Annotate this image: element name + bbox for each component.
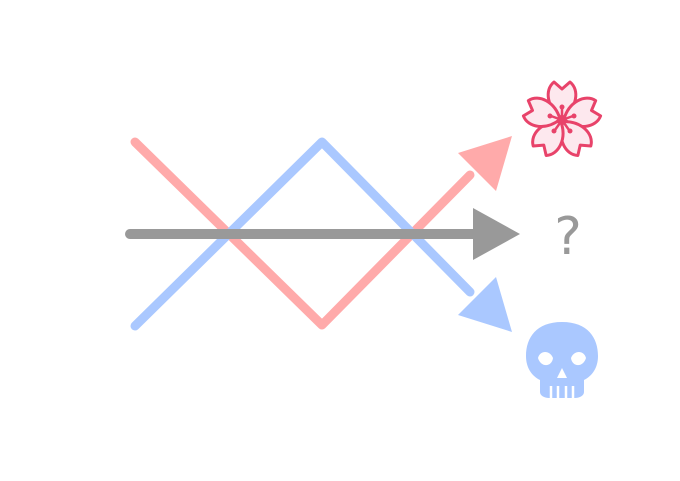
neutral-path-arrowhead xyxy=(473,208,520,260)
falling-path-arrowhead xyxy=(458,277,512,332)
skull-icon xyxy=(526,322,598,398)
uncertain-outcome-label: ? xyxy=(554,207,582,267)
rising-path xyxy=(130,136,512,330)
falling-path-line xyxy=(130,137,475,331)
falling-path xyxy=(130,137,512,332)
rising-path-line xyxy=(130,137,475,330)
neutral-path xyxy=(125,208,520,260)
rising-path-arrowhead xyxy=(458,136,512,191)
cherry-blossom-icon xyxy=(521,80,603,157)
